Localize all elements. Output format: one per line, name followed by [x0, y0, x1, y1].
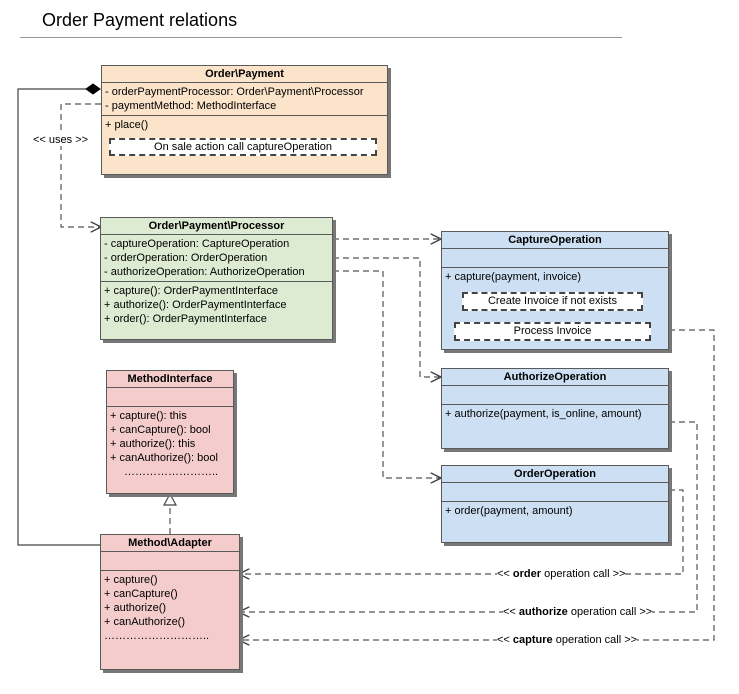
- method: + order(): OrderPaymentInterface: [104, 313, 267, 325]
- attributes-section: - captureOperation: CaptureOperation - o…: [101, 235, 332, 282]
- capture-call-label: << capture operation call >>: [497, 634, 638, 646]
- method: + capture(): OrderPaymentInterface: [104, 285, 278, 297]
- method: + authorize(payment, is_online, amount): [445, 408, 642, 420]
- uses-label: << uses >>: [33, 134, 89, 146]
- page-title: Order Payment relations: [42, 10, 238, 30]
- label-prefix: <<: [497, 634, 513, 646]
- method: + capture(payment, invoice): [445, 271, 582, 283]
- attribute: - captureOperation: CaptureOperation: [104, 238, 290, 250]
- methods-section: + capture(payment, invoice): [442, 268, 668, 286]
- attributes-section: - orderPaymentProcessor: Order\Payment\P…: [102, 83, 387, 116]
- method: + canAuthorize(): [104, 616, 186, 628]
- class-processor: Order\Payment\Processor - captureOperati…: [100, 217, 333, 340]
- attributes-section: [107, 388, 233, 407]
- attributes-section: [442, 483, 668, 502]
- note-process-invoice: Process Invoice: [454, 322, 651, 341]
- composition-line: [17, 88, 100, 546]
- label-bold: authorize: [518, 606, 568, 618]
- attributes-section: [442, 386, 668, 405]
- methods-section: + place(): [102, 116, 387, 134]
- attribute: - authorizeOperation: AuthorizeOperation: [104, 266, 305, 278]
- attributes-section: [101, 552, 239, 571]
- note-on-sale: On sale action call captureOperation: [109, 138, 377, 156]
- method: + authorize(): OrderPaymentInterface: [104, 299, 287, 311]
- class-name: CaptureOperation: [442, 232, 668, 249]
- attribute: - paymentMethod: MethodInterface: [105, 100, 277, 112]
- title-divider: [20, 37, 622, 38]
- method-ellipsis: ……………………..: [124, 466, 219, 478]
- authorize-call-dependency: [240, 421, 698, 612]
- attribute: - orderPaymentProcessor: Order\Payment\P…: [105, 86, 364, 98]
- class-order-payment: Order\Payment - orderPaymentProcessor: O…: [101, 65, 388, 175]
- methods-section: + authorize(payment, is_online, amount): [442, 405, 668, 423]
- class-method-adapter: Method\Adapter + capture() + canCapture(…: [100, 534, 240, 670]
- class-method-interface: MethodInterface + capture(): this + canC…: [106, 370, 234, 494]
- attributes-section: [442, 249, 668, 268]
- method: + capture(): [104, 574, 158, 586]
- method: + authorize(): [104, 602, 167, 614]
- order-call-dependency: [240, 489, 684, 574]
- method: + place(): [105, 119, 149, 131]
- method: + authorize(): this: [110, 438, 196, 450]
- method: + capture(): this: [110, 410, 187, 422]
- class-name: MethodInterface: [107, 371, 233, 388]
- label-prefix: <<: [497, 568, 513, 580]
- methods-section: + order(payment, amount): [442, 502, 668, 520]
- class-name: OrderOperation: [442, 466, 668, 483]
- label-prefix: <<: [503, 606, 519, 618]
- note-create-invoice: Create Invoice if not exists: [462, 292, 643, 311]
- label-bold: capture: [512, 634, 553, 646]
- class-name: Method\Adapter: [101, 535, 239, 552]
- method: + canCapture(): [104, 588, 178, 600]
- method: + order(payment, amount): [445, 505, 573, 517]
- order-call-label: << order operation call >>: [497, 568, 626, 580]
- uses-dependency: [60, 103, 101, 227]
- methods-section: + capture() + canCapture() + authorize()…: [101, 571, 239, 645]
- composition-diamond: [85, 83, 101, 95]
- method: + canAuthorize(): bool: [110, 452, 218, 464]
- attribute: - orderOperation: OrderOperation: [104, 252, 268, 264]
- class-order-operation: OrderOperation + order(payment, amount): [441, 465, 669, 543]
- label-suffix: operation call >>: [567, 606, 653, 618]
- authorize-call-label: << authorize operation call >>: [503, 606, 653, 618]
- method-ellipsis: ………………………..: [104, 630, 210, 642]
- label-suffix: operation call >>: [541, 568, 626, 580]
- class-name: Order\Payment\Processor: [101, 218, 332, 235]
- class-name: Order\Payment: [102, 66, 387, 83]
- class-authorize-operation: AuthorizeOperation + authorize(payment, …: [441, 368, 669, 449]
- label-bold: order: [512, 568, 542, 580]
- authorize-dependency: [333, 257, 440, 377]
- order-dependency: [333, 270, 440, 478]
- method: + canCapture(): bool: [110, 424, 211, 436]
- methods-section: + capture(): OrderPaymentInterface + aut…: [101, 282, 332, 328]
- label-suffix: operation call >>: [552, 634, 638, 646]
- capture-call-dependency: [240, 329, 715, 640]
- class-name: AuthorizeOperation: [442, 369, 668, 386]
- methods-section: + capture(): this + canCapture(): bool +…: [107, 407, 233, 481]
- realization-arrowhead: [162, 492, 178, 506]
